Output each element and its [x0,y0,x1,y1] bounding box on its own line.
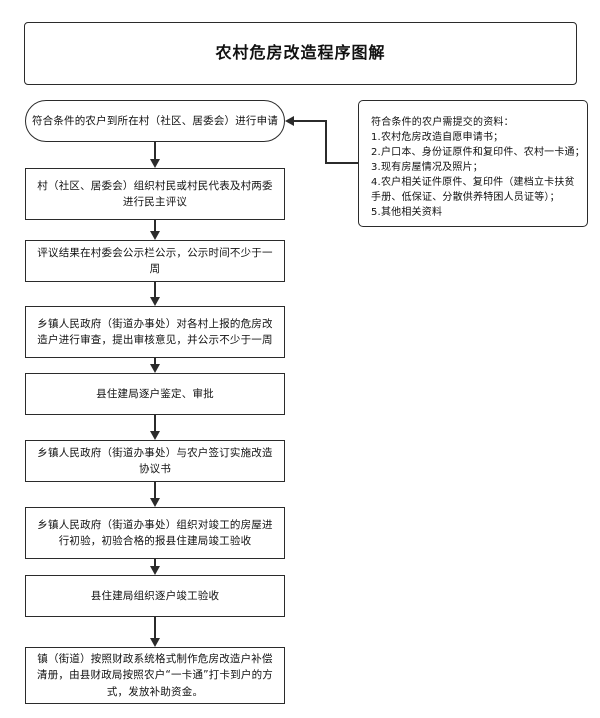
note-item-1: 1.农村危房改造自愿申请书； [371,132,504,143]
connector-step-5-to-step-6 [154,415,156,431]
required-materials-note: 符合条件的农户需提交的资料： 1.农村危房改造自愿申请书； 2.户口本、身份证原… [358,100,588,227]
flow-node-step-2[interactable]: 村（社区、居委会）组织村民或村民代表及村两委进行民主评议 [25,168,285,220]
arrowhead-start-to-step-2 [150,159,160,168]
connector-note-to-start-horizontal-upper [294,120,326,122]
connector-step-7-to-step-8 [154,559,156,566]
flow-node-start[interactable]: 符合条件的农户到所在村（社区、居委会）进行申请 [25,100,285,142]
flow-node-step-3[interactable]: 评议结果在村委会公示栏公示，公示时间不少于一周 [25,240,285,282]
connector-start-to-step-2 [154,142,156,159]
flow-node-step-7[interactable]: 乡镇人民政府（街道办事处）组织对竣工的房屋进行初验，初验合格的报县住建局竣工验收 [25,507,285,559]
connector-step-8-to-step-9 [154,617,156,638]
flow-node-step-8[interactable]: 县住建局组织逐户竣工验收 [25,575,285,617]
arrowhead-step-8-to-step-9 [150,638,160,647]
note-item-3: 3.现有房屋情况及照片； [371,162,483,173]
note-item-4: 4.农户相关证件原件、复印件（建档立卡扶贫手册、低保证、分散供养特困人员证等）； [371,177,575,203]
arrowhead-step-3-to-step-4 [150,297,160,306]
connector-step-3-to-step-4 [154,282,156,297]
arrowhead-step-2-to-step-3 [150,231,160,240]
note-heading: 符合条件的农户需提交的资料： [371,117,514,128]
connector-note-to-start-vertical [325,120,327,163]
note-item-5: 5.其他相关资料 [371,207,443,218]
flow-node-step-4[interactable]: 乡镇人民政府（街道办事处）对各村上报的危房改造户进行审查，提出审核意见，并公示不… [25,306,285,358]
connector-step-6-to-step-7 [154,482,156,498]
connector-note-to-start-horizontal-lower [325,162,359,164]
diagram-title: 农村危房改造程序图解 [24,22,577,85]
flow-node-step-5[interactable]: 县住建局逐户鉴定、审批 [25,373,285,415]
note-item-2: 2.户口本、身份证原件和复印件、农村一卡通； [371,147,585,158]
connector-step-4-to-step-5 [154,358,156,364]
arrowhead-step-4-to-step-5 [150,364,160,373]
flow-node-step-9[interactable]: 镇（街道）按照财政系统格式制作危房改造户补偿清册，由县财政局按照农户“一卡通”打… [25,647,285,704]
arrowhead-step-7-to-step-8 [150,566,160,575]
arrowhead-note-to-start [285,116,294,126]
arrowhead-step-5-to-step-6 [150,431,160,440]
flow-node-step-6[interactable]: 乡镇人民政府（街道办事处）与农户签订实施改造协议书 [25,440,285,482]
connector-step-2-to-step-3 [154,220,156,231]
arrowhead-step-6-to-step-7 [150,498,160,507]
